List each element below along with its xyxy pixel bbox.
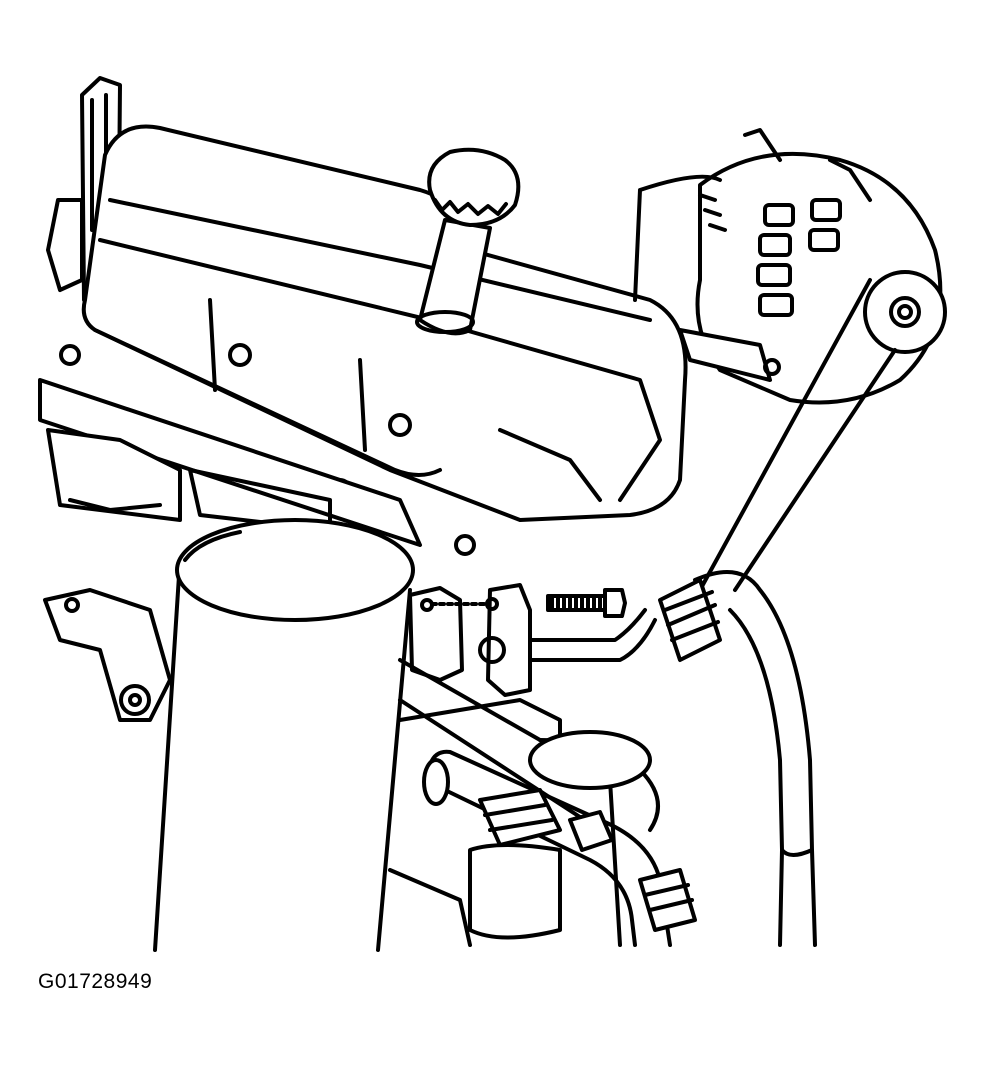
lower-hoses — [424, 732, 695, 945]
valve-cover — [84, 127, 686, 520]
left-mount-bracket — [45, 590, 170, 720]
figure-id-label: G01728949 — [38, 970, 153, 993]
oil-filler-cap — [417, 150, 518, 334]
exhaust-manifold — [40, 380, 420, 545]
bolt — [548, 590, 625, 616]
drive-belt — [700, 280, 895, 590]
hose-assembly — [530, 572, 815, 945]
alternator — [635, 130, 945, 403]
clamp-bracket — [410, 585, 530, 695]
front-pipe — [155, 520, 413, 950]
